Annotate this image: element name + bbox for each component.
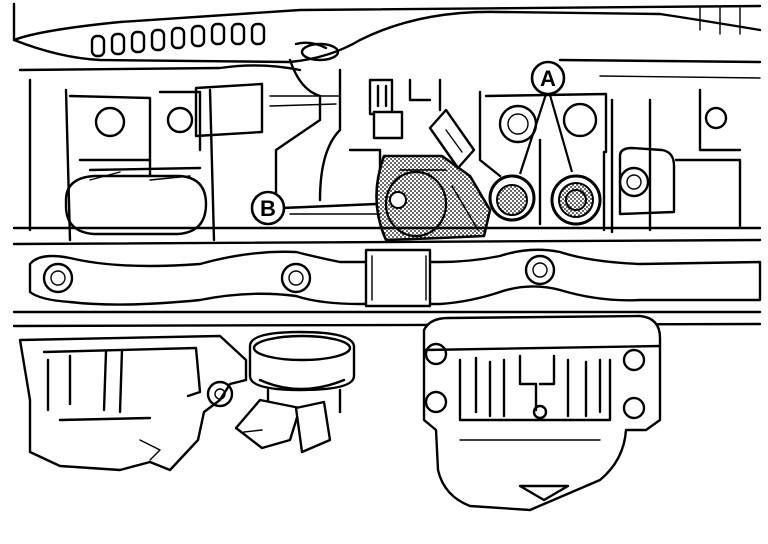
callout-a-leaders [518,87,574,175]
lower-hose [234,330,356,454]
left-bracket [28,78,216,242]
center-hose [194,41,382,222]
connector-clip [428,108,476,170]
part-b-sensor [375,154,492,242]
connector-top [368,78,442,140]
part-a-plugs [488,174,602,226]
callout-b: B [250,190,286,226]
lower-left-unit [18,334,248,472]
callout-b-label: B [260,196,276,221]
main-rail [12,226,762,328]
callout-a: A [530,60,566,96]
callout-a-label: A [540,66,556,91]
cover-slots [90,22,266,58]
lower-right-unit [422,314,662,512]
callout-b-leader [280,202,378,210]
upper-cover [12,2,762,79]
right-bracket [478,88,742,234]
